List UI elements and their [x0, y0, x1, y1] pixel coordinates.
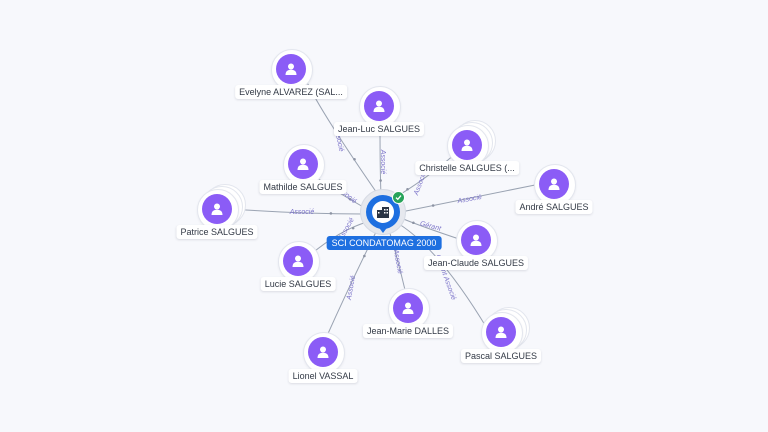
person-name-label[interactable]: Lionel VASSAL — [288, 369, 358, 383]
person-icon — [452, 130, 482, 160]
person-name-label[interactable]: Pascal SALGUES — [460, 349, 542, 363]
person-name-label[interactable]: Evelyne ALVAREZ (SAL... — [235, 85, 347, 99]
person-icon — [539, 169, 569, 199]
person-name-label[interactable]: André SALGUES — [515, 200, 593, 214]
company-node[interactable] — [360, 189, 406, 235]
edge-patrice-salgues — [231, 208, 364, 215]
person-name-label[interactable]: Jean-Luc SALGUES — [333, 122, 425, 136]
company-name-label[interactable]: SCI CONDATOMAG 2000 — [326, 236, 442, 250]
edge-label-jean-luc-salgues: Associé — [379, 149, 386, 175]
building-icon — [372, 201, 394, 223]
person-icon — [202, 194, 232, 224]
person-node-lionel-vassal[interactable] — [303, 332, 345, 374]
person-node-mathilde-salgues[interactable] — [283, 144, 325, 186]
person-icon — [486, 317, 516, 347]
edge-jean-marie-dalles — [388, 229, 407, 295]
edge-arrow-jean-claude-salgues — [412, 221, 415, 225]
person-icon — [276, 54, 306, 84]
person-name-label[interactable]: Lucie SALGUES — [260, 277, 336, 291]
person-icon — [283, 246, 313, 276]
person-node-christelle-salgues[interactable] — [447, 120, 496, 167]
person-node-andre-salgues[interactable] — [534, 164, 576, 206]
person-name-label[interactable]: Jean-Claude SALGUES — [423, 256, 529, 270]
check-icon — [392, 191, 405, 204]
edge-label-patrice-salgues: Associé — [289, 209, 315, 216]
person-name-label[interactable]: Mathilde SALGUES — [259, 180, 347, 194]
person-icon — [364, 91, 394, 121]
edge-label-jean-marie-dalles: Associé — [392, 248, 403, 274]
person-icon — [393, 293, 423, 323]
map-pin-tail — [377, 225, 389, 233]
edge-arrow-christelle-salgues — [406, 187, 409, 191]
person-name-label[interactable]: Jean-Marie DALLES — [362, 324, 454, 338]
person-node-jean-luc-salgues[interactable] — [359, 86, 401, 128]
edge-arrow-mathilde-salgues — [348, 197, 352, 201]
person-icon — [308, 337, 338, 367]
edge-label-lionel-vassal: Associé — [346, 275, 357, 301]
person-node-patrice-salgues[interactable] — [197, 184, 246, 231]
edge-arrow-andre-salgues — [431, 204, 435, 207]
person-name-label[interactable]: Christelle SALGUES (... — [415, 161, 519, 175]
person-node-jean-claude-salgues[interactable] — [456, 220, 498, 262]
edge-arrow-lucie-salgues — [351, 226, 355, 230]
edge-arrow-jean-luc-salgues — [379, 179, 382, 182]
edge-andre-salgues — [400, 183, 541, 213]
edge-arrow-patrice-salgues — [329, 212, 333, 215]
person-node-pascal-salgues[interactable] — [481, 307, 530, 354]
edge-jean-claude-salgues — [400, 217, 463, 241]
person-node-lucie-salgues[interactable] — [278, 241, 320, 283]
edge-arrow-evelyne-alvarez — [353, 157, 356, 161]
edge-arrow-lionel-vassal — [363, 254, 366, 258]
person-icon — [461, 225, 491, 255]
edge-label-jean-claude-salgues: Gérant — [419, 220, 443, 233]
person-node-evelyne-alvarez[interactable] — [271, 49, 313, 91]
person-node-jean-marie-dalles[interactable] — [388, 288, 430, 330]
person-name-label[interactable]: Patrice SALGUES — [176, 225, 258, 239]
edge-label-andre-salgues: Associé — [456, 194, 482, 205]
person-icon — [288, 149, 318, 179]
